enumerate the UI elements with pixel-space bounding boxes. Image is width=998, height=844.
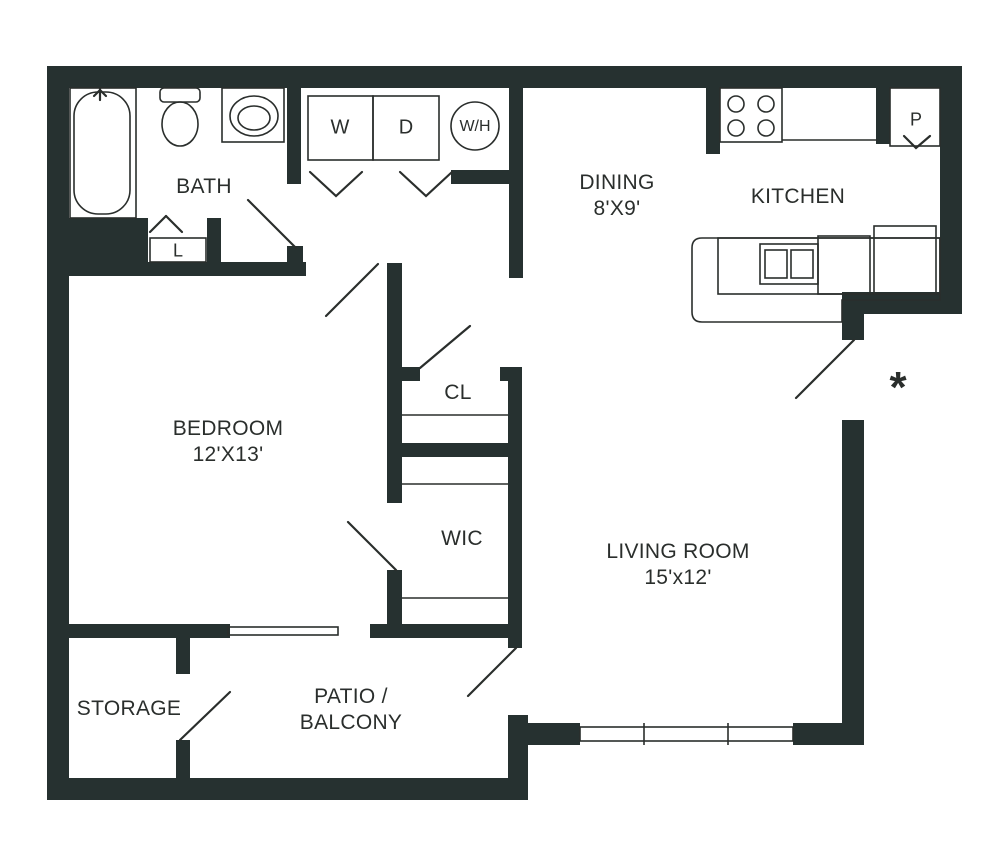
kitchen-sink-right bbox=[790, 249, 814, 279]
patio-name-line1: PATIO / bbox=[314, 685, 388, 708]
walls bbox=[47, 66, 962, 800]
entry-door bbox=[794, 338, 856, 400]
linen-door-a bbox=[148, 214, 168, 234]
dryer-box bbox=[372, 95, 440, 161]
wic-label: WIC bbox=[441, 526, 483, 552]
dryer-label: D bbox=[398, 116, 414, 139]
sink-counter bbox=[221, 87, 285, 143]
tub-outline bbox=[69, 87, 137, 219]
bath-label: BATH bbox=[176, 174, 232, 200]
wall-laundry-left bbox=[287, 88, 301, 184]
dining-size: 8'X9' bbox=[593, 197, 641, 220]
wall-top bbox=[47, 66, 961, 88]
wic-name: WIC bbox=[441, 527, 483, 550]
wall-kitchen-left bbox=[706, 88, 720, 154]
dining-label: DINING 8'X9' bbox=[579, 170, 654, 222]
kitchen-name: KITCHEN bbox=[750, 185, 846, 208]
wall-cl-top-left bbox=[402, 367, 420, 381]
patio-door bbox=[466, 646, 518, 698]
tub-faucet bbox=[92, 86, 108, 102]
wall-storage-bottom bbox=[176, 740, 190, 785]
patio-name-line2: BALCONY bbox=[299, 711, 403, 734]
wall-wic-bottom bbox=[370, 624, 522, 638]
dining-name: DINING bbox=[579, 171, 655, 194]
wall-bottom bbox=[47, 778, 527, 800]
wall-dining-left bbox=[509, 88, 523, 278]
bedroom-label: BEDROOM 12'X13' bbox=[173, 416, 284, 468]
wall-storage-top bbox=[176, 624, 190, 674]
living-room-name: LIVING ROOM bbox=[606, 540, 750, 563]
burner-1 bbox=[727, 95, 745, 113]
storage-name: STORAGE bbox=[76, 697, 182, 720]
island-top bbox=[717, 237, 941, 295]
wall-left bbox=[47, 66, 69, 800]
bedroom-door bbox=[324, 262, 380, 318]
wall-right-upper bbox=[940, 66, 962, 314]
toilet-tank bbox=[159, 87, 201, 103]
bedroom-size: 12'X13' bbox=[192, 443, 264, 466]
linen-door-b bbox=[164, 214, 184, 234]
toilet-bowl bbox=[161, 101, 199, 147]
dryer-door bbox=[398, 170, 454, 198]
wall-bedroom-right bbox=[387, 263, 402, 503]
wall-wic-left-lower bbox=[387, 570, 402, 638]
bath-name: BATH bbox=[176, 175, 232, 198]
wall-living-bottom-right bbox=[793, 723, 864, 745]
wall-bath-door-jamb bbox=[287, 246, 303, 276]
wall-right-step bbox=[842, 292, 962, 314]
burner-3 bbox=[727, 119, 745, 137]
pantry-door bbox=[902, 134, 932, 150]
bath-door bbox=[246, 198, 298, 250]
fixtures-lines bbox=[69, 87, 941, 745]
cl-door bbox=[418, 324, 472, 370]
wall-laundry-bottom bbox=[451, 170, 521, 184]
storage-label: STORAGE bbox=[77, 696, 181, 722]
linen-label: L bbox=[172, 240, 184, 261]
closet-label: CL bbox=[444, 380, 471, 406]
kitchen-sink-left bbox=[764, 249, 788, 279]
stove bbox=[719, 87, 783, 143]
washer-label: W bbox=[330, 116, 350, 139]
wall-bedroom-bottom bbox=[62, 624, 230, 638]
refrigerator bbox=[873, 225, 937, 295]
door-swings bbox=[92, 86, 932, 742]
wall-right-jog bbox=[842, 292, 864, 340]
sink-basin bbox=[229, 95, 279, 137]
burner-4 bbox=[757, 119, 775, 137]
wic-door bbox=[346, 520, 398, 572]
living-room-size: 15'x12' bbox=[644, 566, 712, 589]
wall-right-lower bbox=[842, 420, 864, 745]
bedroom-window bbox=[227, 626, 339, 636]
water-heater-circle bbox=[450, 101, 500, 151]
wall-linen-side bbox=[207, 218, 221, 268]
tub-basin bbox=[73, 91, 131, 215]
patio-label: PATIO / BALCONY bbox=[300, 684, 402, 736]
water-heater-label: W/H bbox=[459, 118, 491, 135]
sink-bowl bbox=[237, 105, 271, 131]
dishwasher bbox=[817, 235, 871, 295]
wall-patio-jamb bbox=[508, 610, 522, 648]
pantry-label: P bbox=[909, 109, 923, 130]
island-counter bbox=[691, 237, 941, 323]
wall-pantry-left bbox=[876, 88, 890, 144]
burner-2 bbox=[757, 95, 775, 113]
wall-bath-bottom bbox=[62, 262, 306, 276]
bedroom-name: BEDROOM bbox=[172, 417, 284, 440]
living-room-label: LIVING ROOM 15'x12' bbox=[606, 539, 749, 591]
kitchen-label: KITCHEN bbox=[751, 184, 845, 210]
linen-box bbox=[149, 237, 207, 263]
storage-door bbox=[178, 690, 232, 742]
entry-asterisk-marker: * bbox=[889, 363, 907, 412]
washer-door bbox=[308, 170, 364, 198]
wall-patio-right bbox=[508, 715, 528, 800]
living-window bbox=[579, 726, 794, 742]
wall-closets-right bbox=[508, 367, 522, 632]
wall-cl-bottom bbox=[387, 443, 508, 457]
closet-name: CL bbox=[444, 381, 472, 404]
